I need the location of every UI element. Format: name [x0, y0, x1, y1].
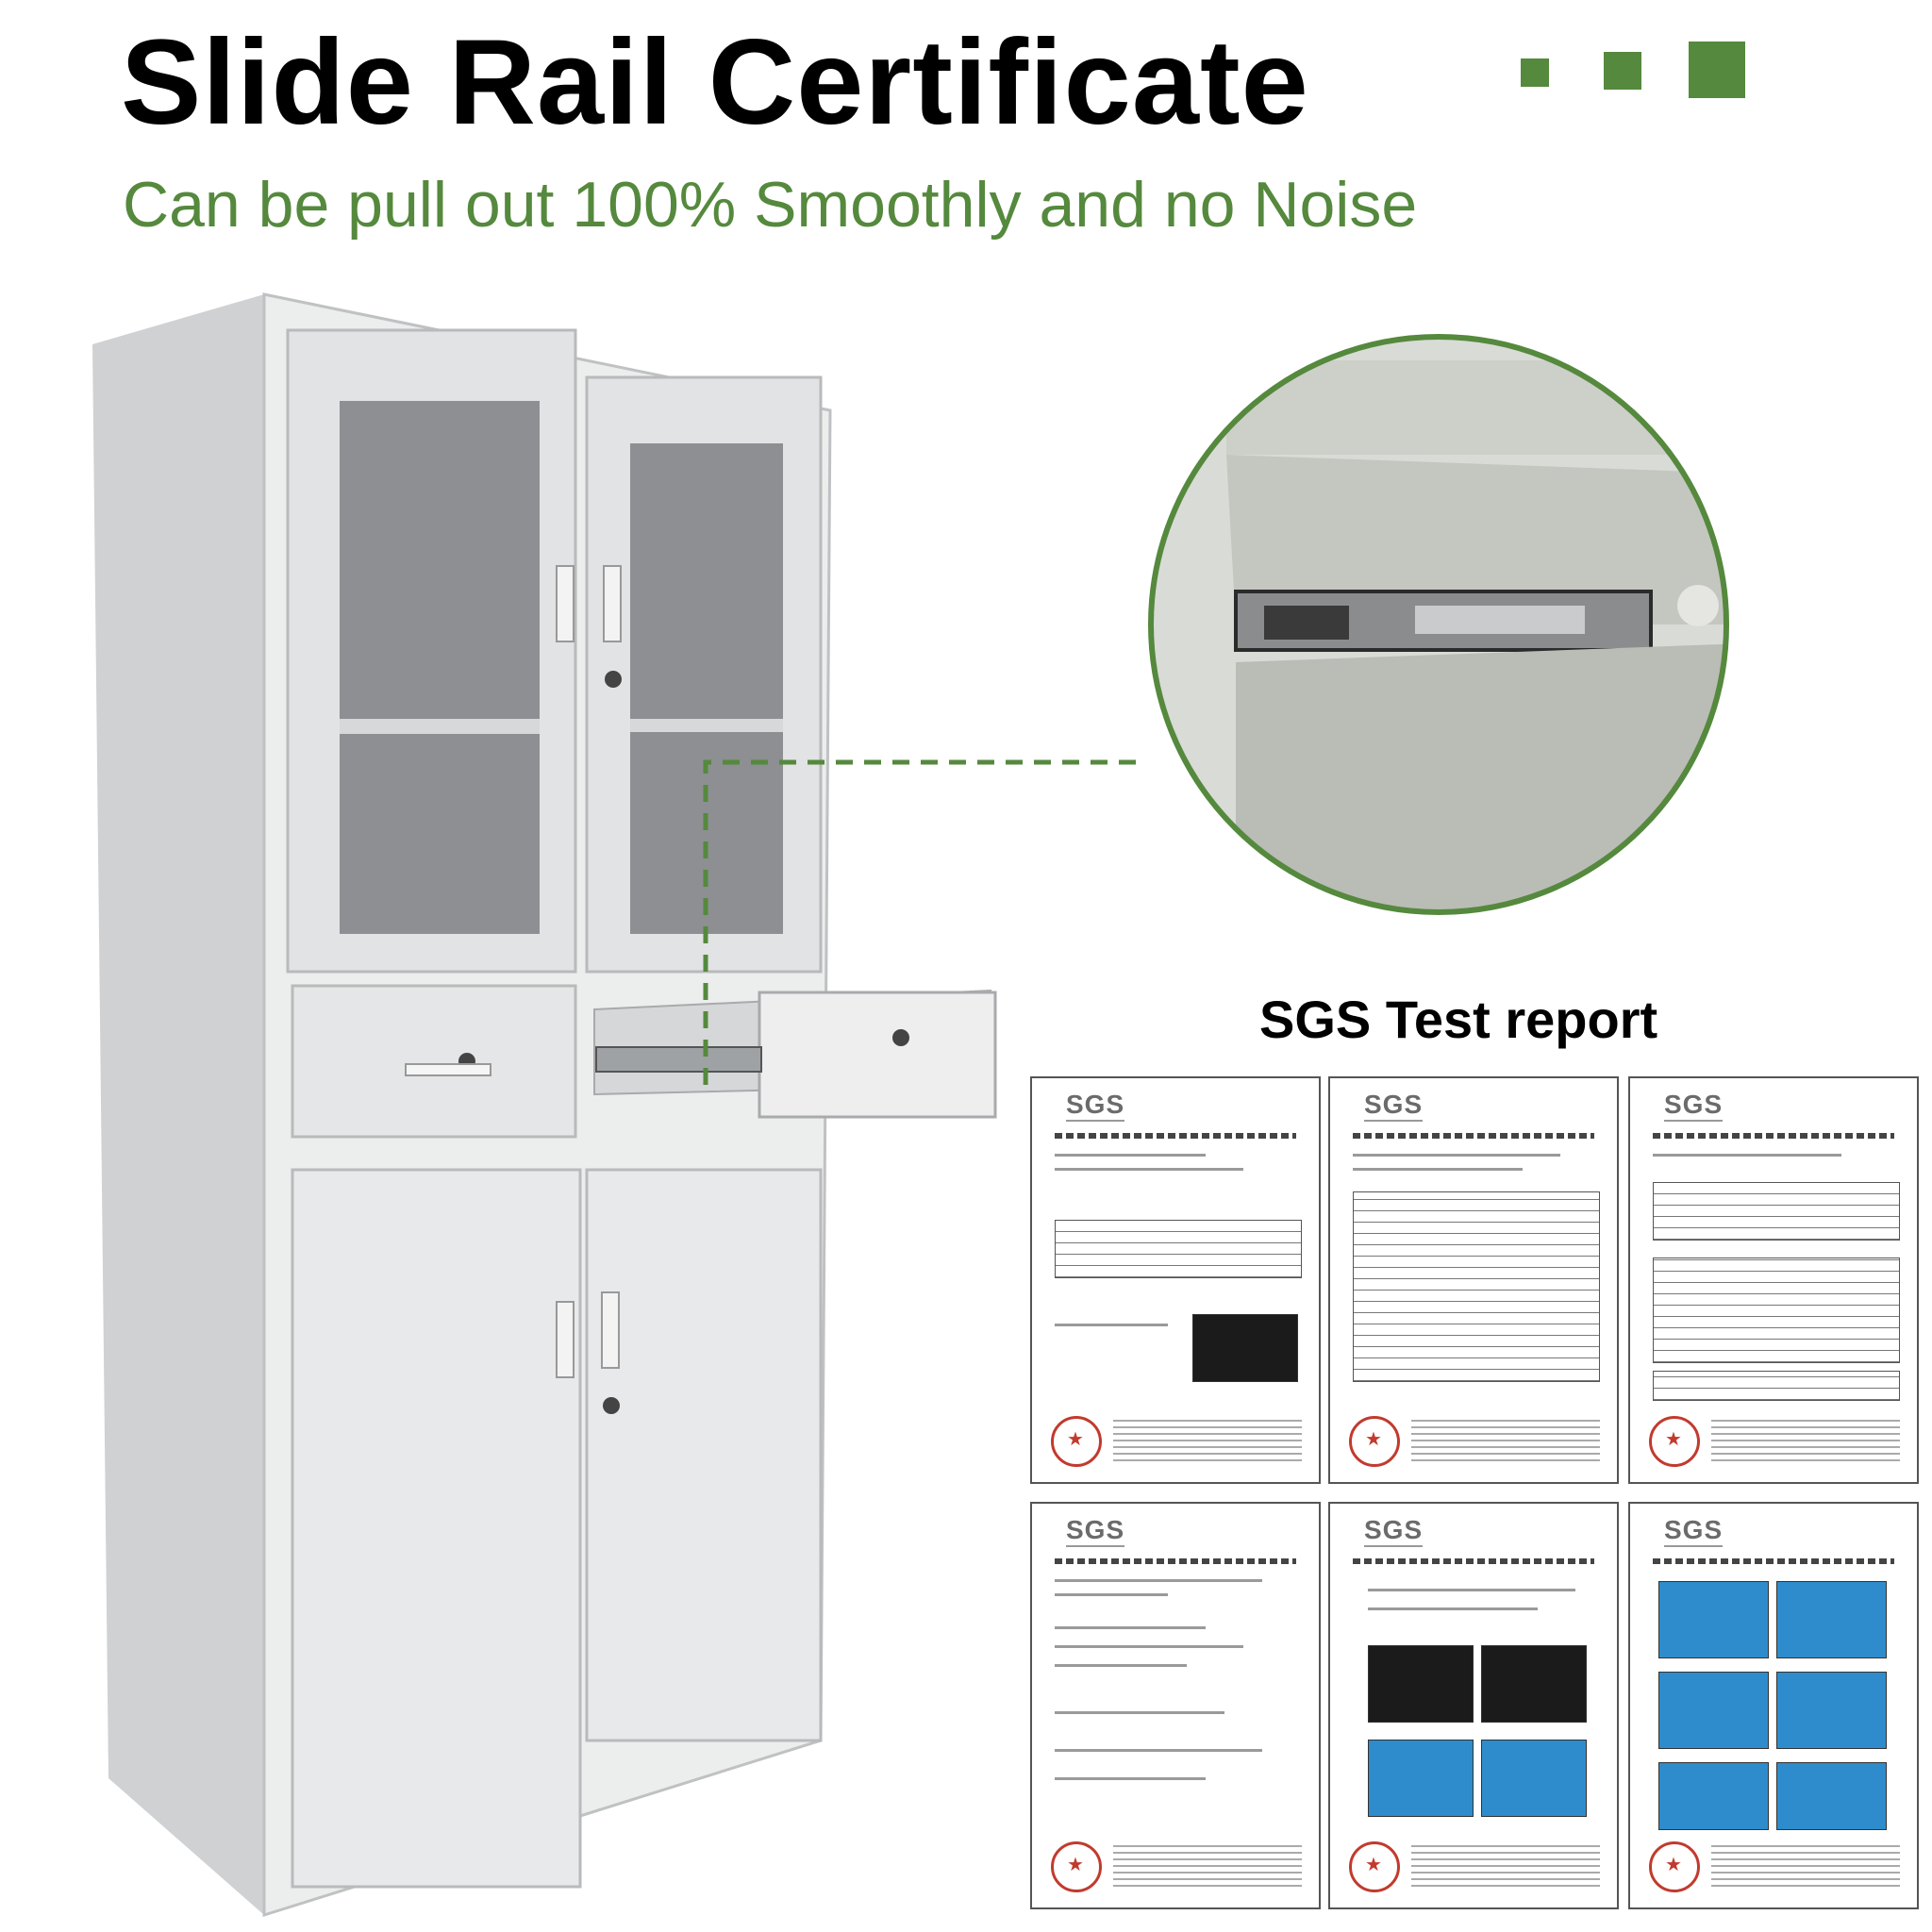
report-page-1: SGS: [1030, 1076, 1321, 1484]
glass-pane-right: [630, 443, 783, 934]
lower-door-right: [585, 1168, 823, 1742]
decor-square-small: [1521, 58, 1549, 87]
sgs-logo: SGS: [1364, 1090, 1424, 1122]
drawer-left: [291, 984, 577, 1139]
handle-right: [603, 565, 622, 642]
rail-photo: [1776, 1581, 1887, 1658]
rail-photo: [1776, 1672, 1887, 1749]
page-title: Slide Rail Certificate: [121, 15, 1309, 150]
lock-upper: [605, 671, 622, 688]
decor-square-large: [1689, 42, 1745, 98]
rail-photo: [1658, 1672, 1769, 1749]
stamp-icon: [1051, 1841, 1102, 1892]
rail-photo: [1481, 1645, 1587, 1723]
data-table: [1353, 1191, 1600, 1382]
stamp-icon: [1649, 1841, 1700, 1892]
data-table: [1653, 1182, 1900, 1241]
report-page-5: SGS: [1328, 1502, 1619, 1909]
sgs-logo: SGS: [1664, 1515, 1724, 1547]
stamp-icon: [1649, 1416, 1700, 1467]
glass-pane-left: [340, 401, 540, 934]
rail-photo: [1481, 1740, 1587, 1817]
data-table: [1653, 1371, 1900, 1401]
stamp-icon: [1051, 1416, 1102, 1467]
report-section-title: SGS Test report: [1259, 990, 1658, 1049]
report-page-6: SGS: [1628, 1502, 1919, 1909]
rail-photo: [1368, 1740, 1474, 1817]
glass-shelf-right: [630, 719, 783, 732]
stamp-icon: [1349, 1416, 1400, 1467]
lock-drawer-right: [892, 1029, 909, 1046]
rail-photo: [1192, 1314, 1298, 1382]
lower-handle-left: [556, 1301, 575, 1378]
callout-connector: [703, 759, 1143, 1085]
report-page-2: SGS: [1328, 1076, 1619, 1484]
rail-photo: [1368, 1645, 1474, 1723]
sgs-logo: SGS: [1066, 1090, 1125, 1122]
data-table: [1653, 1257, 1900, 1363]
sgs-logo: SGS: [1364, 1515, 1424, 1547]
zoom-callout: [1148, 334, 1729, 915]
rail-photo: [1658, 1762, 1769, 1830]
sgs-logo: SGS: [1066, 1515, 1125, 1547]
stamp-icon: [1349, 1841, 1400, 1892]
lower-door-left: [291, 1168, 582, 1889]
page-subtitle: Can be pull out 100% Smoothly and no Noi…: [123, 169, 1418, 241]
report-page-4: SGS: [1030, 1502, 1321, 1909]
drawer-right-front: [758, 991, 997, 1119]
lower-handle-right: [601, 1291, 620, 1369]
handle-left: [556, 565, 575, 642]
sgs-logo: SGS: [1664, 1090, 1724, 1122]
drawer-left-handle: [405, 1063, 491, 1076]
report-page-3: SGS: [1628, 1076, 1919, 1484]
slide-rail: [595, 1046, 762, 1073]
decor-square-medium: [1604, 52, 1641, 90]
rail-photo: [1776, 1762, 1887, 1830]
data-table: [1055, 1220, 1302, 1278]
cabinet-side: [92, 294, 264, 1915]
glass-shelf-left: [340, 719, 540, 734]
lock-lower: [603, 1397, 620, 1414]
rail-photo: [1658, 1581, 1769, 1658]
